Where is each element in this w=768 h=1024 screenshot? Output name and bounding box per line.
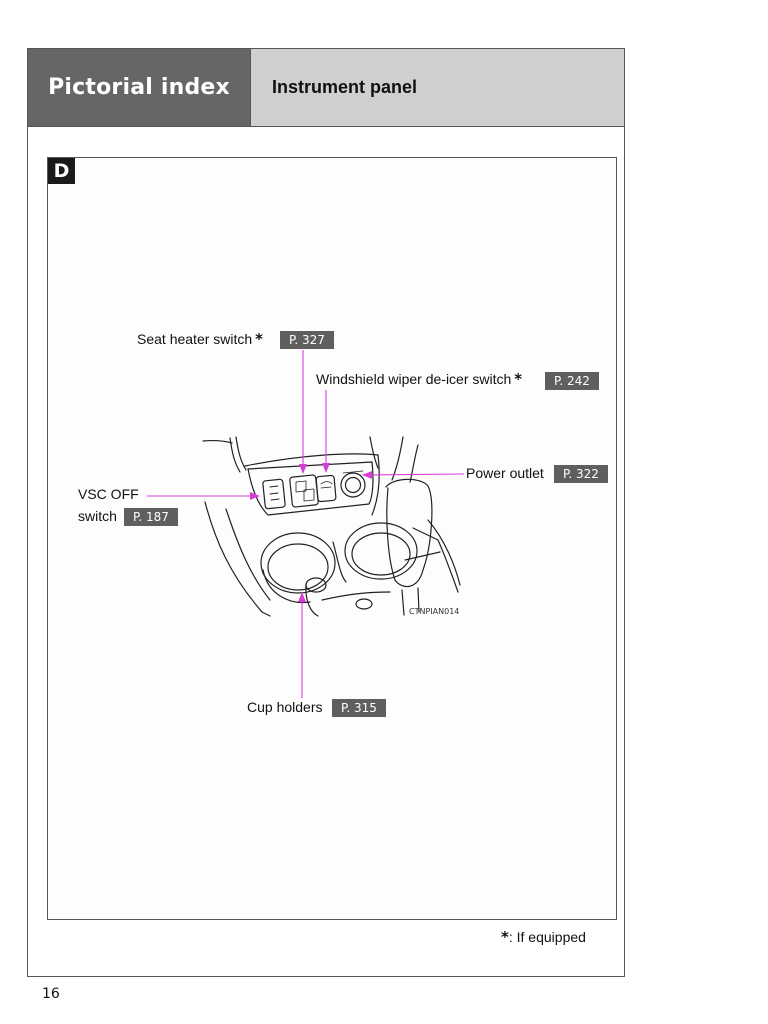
seat-heater-asterisk: *	[255, 330, 264, 348]
power-outlet-page-ref[interactable]: P. 322	[554, 465, 608, 483]
wiper-deicer-asterisk: *	[514, 370, 523, 388]
section-title: Pictorial index	[28, 49, 251, 126]
footnote-asterisk: *	[501, 928, 509, 946]
power-outlet-label: Power outlet	[466, 465, 544, 481]
vsc-off-page-ref[interactable]: P. 187	[124, 508, 178, 526]
seat-heater-page-ref[interactable]: P. 327	[280, 331, 334, 349]
figure-panel: D	[47, 157, 617, 920]
wiper-deicer-label: Windshield wiper de-icer switch	[316, 371, 512, 387]
panel-letter-badge: D	[48, 158, 75, 184]
footnote-text: : If equipped	[508, 929, 586, 945]
wiper-deicer-page-ref[interactable]: P. 242	[545, 372, 599, 390]
seat-heater-label: Seat heater switch	[137, 331, 253, 347]
vsc-off-label-line1: VSC OFF	[78, 486, 139, 502]
page-number: 16	[42, 986, 60, 1002]
cup-holders-page-ref[interactable]: P. 315	[332, 699, 386, 717]
cup-holders-label: Cup holders	[247, 699, 323, 715]
topic-title: Instrument panel	[251, 49, 624, 126]
wiper-deicer-callout: Windshield wiper de-icer switch*	[316, 371, 522, 388]
footnote: *: If equipped	[501, 928, 586, 946]
seat-heater-callout: Seat heater switch*	[137, 331, 263, 348]
page-header: Pictorial index Instrument panel	[28, 49, 624, 127]
vsc-off-label-line2: switch	[78, 508, 117, 524]
